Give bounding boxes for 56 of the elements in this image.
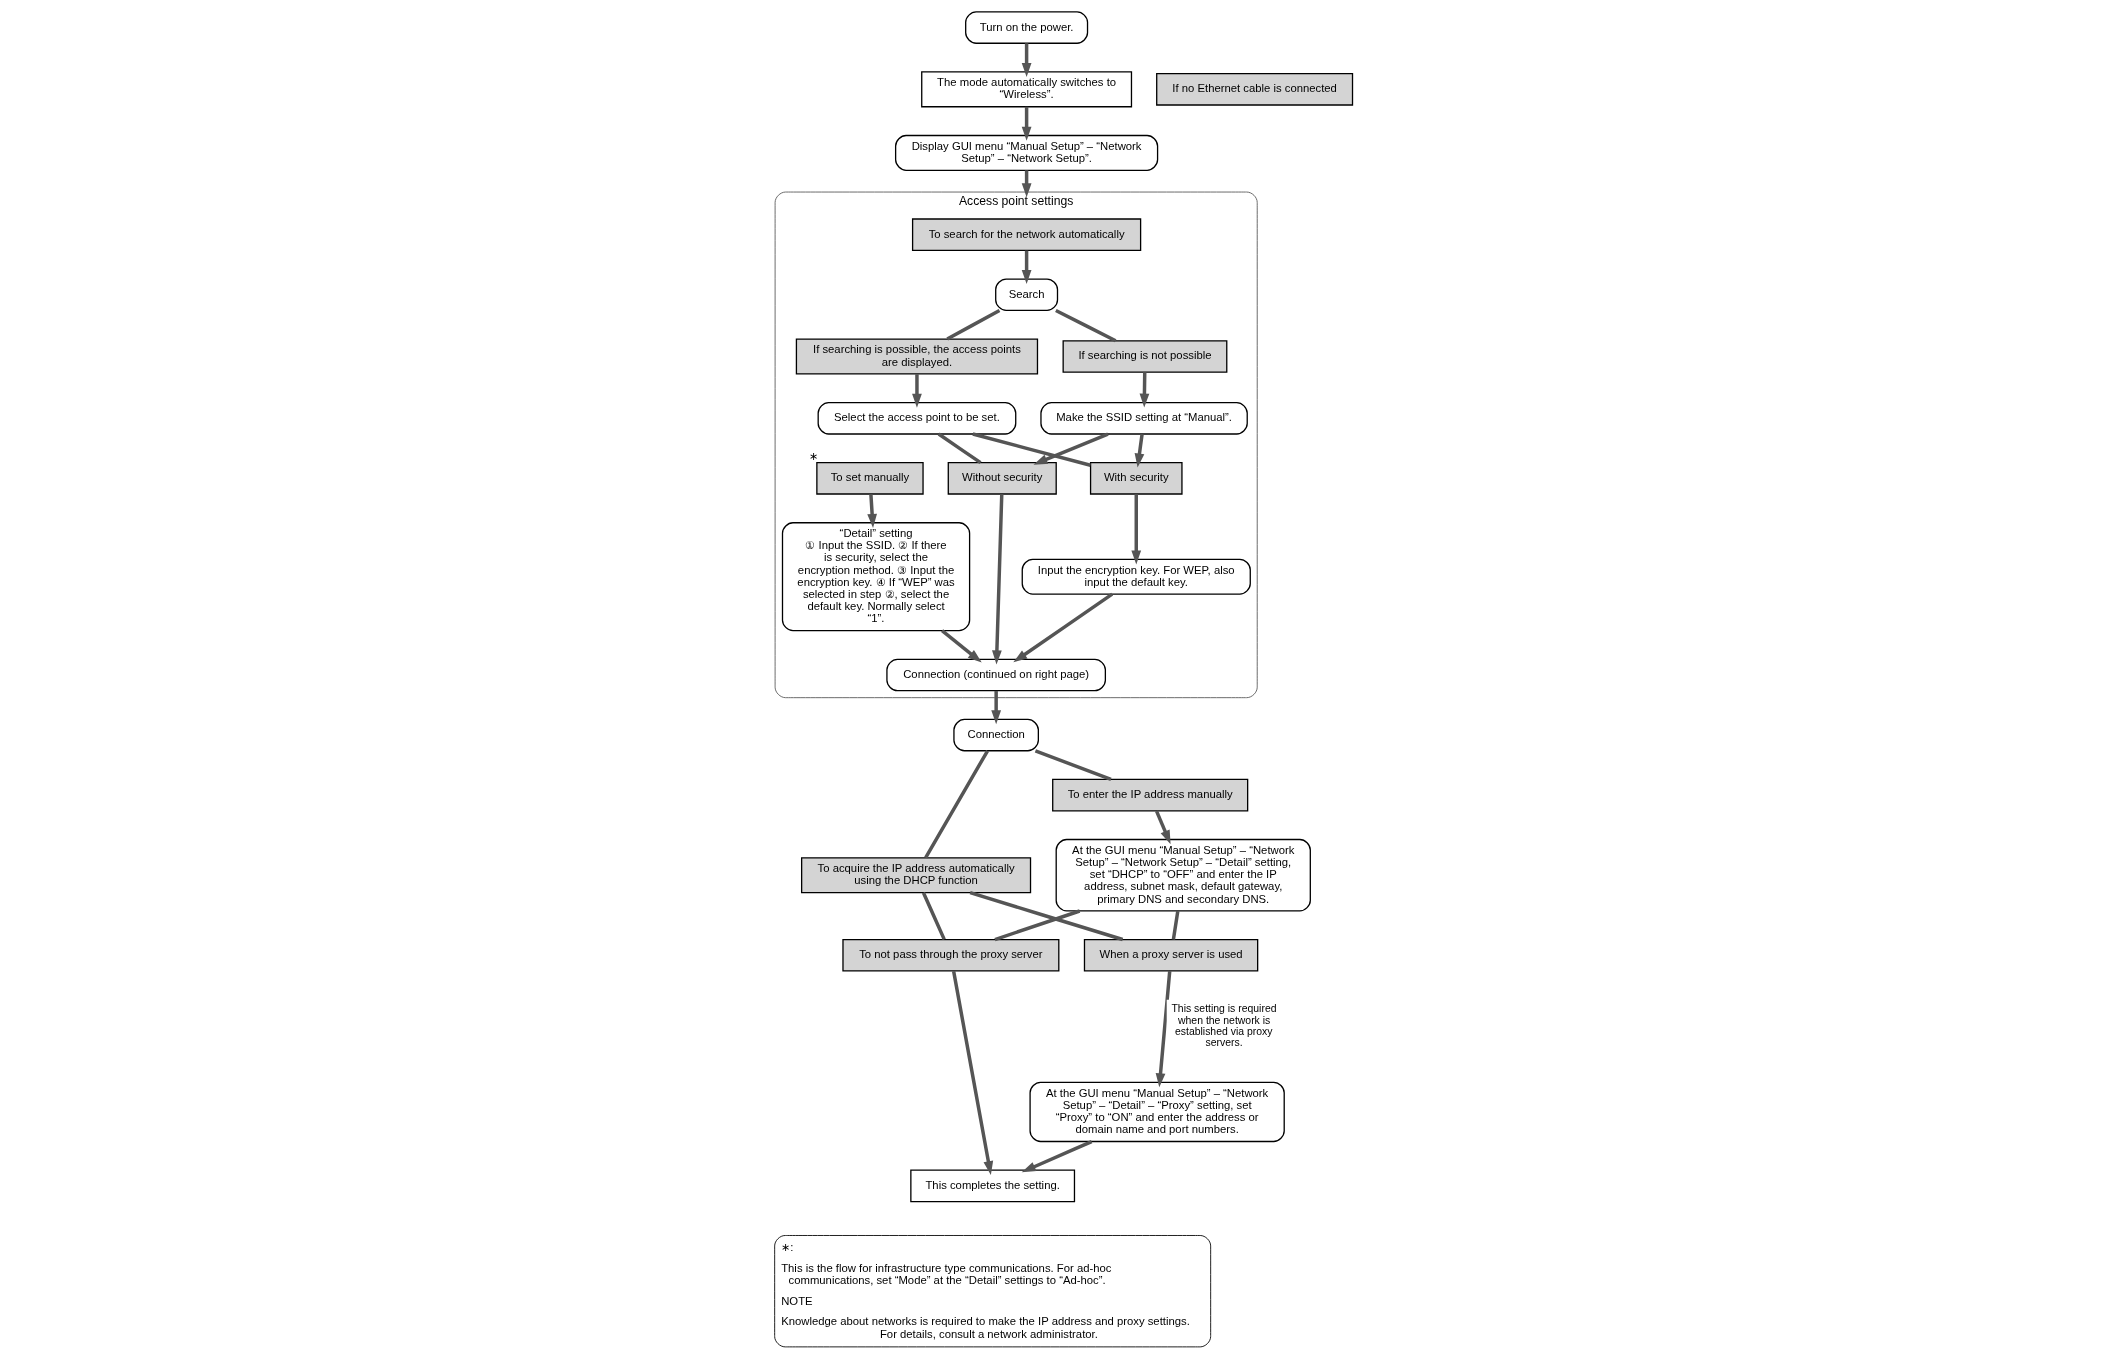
connector [921, 891, 946, 941]
edge-label: This setting is required when the network is established via proxy servers. [1171, 1003, 1277, 1049]
node-box: To enter the IP address manually [1052, 778, 1249, 812]
arrow [1131, 494, 1142, 565]
node-box: Make the SSID setting at “Manual”. [1040, 402, 1248, 435]
arrow [951, 970, 994, 1176]
node-box: This completes the setting. [910, 1169, 1076, 1203]
arrow [991, 690, 1002, 725]
arrow [1021, 106, 1032, 141]
connector [924, 749, 990, 859]
node-box: If searching is not possible [1062, 340, 1228, 373]
arrow [1021, 1139, 1093, 1173]
label: NOTE [781, 1294, 813, 1307]
label: This is the flow for infrastructure type communications. For ad-hoc communications, set “Mode” at the “Detail” settings to “Ad-hoc”. [781, 1261, 1112, 1286]
connector [946, 308, 1001, 341]
node-box: Select the access point to be set. [817, 402, 1017, 435]
node-box: To set manually [816, 462, 924, 495]
node-box: At the GUI menu “Manual Setup” – “Network Setup” – “Detail” – “Proxy” setting, set “Proxy” to “ON” and enter the address or domain name and port numbers. [1029, 1081, 1285, 1143]
node-box: Input the encryption key. For WEP, also input the default key. [1021, 558, 1251, 595]
node-label: ∗ [809, 449, 819, 462]
node-box: At the GUI menu “Manual Setup” – “Network Setup” – “Network Setup” – “Detail” setting, set “DHCP” to “OFF” and enter the IP address, subnet mask, default gateway, primary DNS and secondary DNS. [1055, 838, 1311, 912]
label: ∗: [781, 1240, 794, 1253]
arrow [1021, 250, 1032, 284]
node-box: If no Ethernet cable is connected [1156, 73, 1354, 106]
node-box: With security [1089, 462, 1183, 495]
arrow [912, 374, 922, 408]
node-box: If searching is possible, the access points are displayed. [795, 338, 1039, 375]
node-box: To search for the network automatically [911, 218, 1142, 251]
connector [937, 432, 982, 465]
connector [994, 909, 1081, 942]
arrow [1139, 372, 1150, 408]
node-box: The mode automatically switches to “Wireless”. [921, 71, 1133, 108]
arrow [940, 629, 982, 663]
label: Knowledge about networks is required to make the IP address and proxy settings. For details, consult a network administrator. [781, 1315, 1190, 1340]
arrow [867, 494, 878, 528]
arrow [1021, 43, 1032, 77]
arrow [1033, 432, 1109, 465]
node-box: Connection (continued on right page) [886, 658, 1106, 692]
arrow [992, 494, 1004, 665]
connector [972, 432, 1091, 467]
node-box: Search [995, 278, 1059, 312]
arrow [1154, 810, 1171, 845]
node-box: Connection [953, 718, 1039, 752]
node-box: Display GUI menu “Manual Setup” – “Network Setup” – “Network Setup”. [894, 134, 1159, 171]
connector [1055, 308, 1117, 343]
arrow [1134, 433, 1145, 468]
node-box: To not pass through the proxy server [842, 938, 1060, 972]
node-box: Without security [947, 462, 1057, 495]
node-box: To acquire the IP address automatically using the DHCP function [801, 857, 1032, 894]
node-box: Turn on the power. [965, 11, 1089, 44]
connector [1034, 749, 1112, 782]
node-box: “Detail” setting ① Input the SSID. ② If there is security, select the encryption method. ③ Input the encryption key. ④ If “WEP” was selected in step ②, select the default key. Normally select “1”. [781, 522, 971, 632]
arrow [1013, 592, 1114, 663]
node-box: When a proxy server is used [1083, 938, 1259, 972]
connector [1171, 910, 1180, 940]
arrow [1155, 970, 1172, 1088]
